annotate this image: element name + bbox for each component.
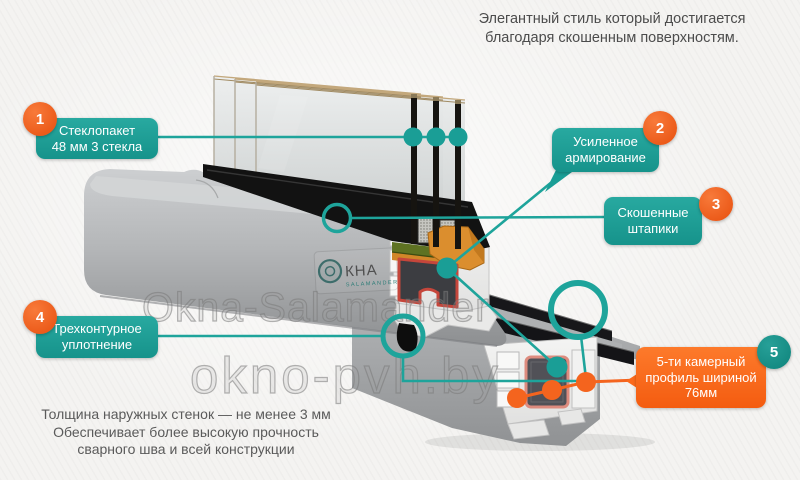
glass-top-edges — [213, 75, 466, 101]
callout-glazing-line1: Стеклопакет — [58, 122, 136, 138]
sash-ridge-line — [195, 179, 219, 199]
callout-reinforcement-line2: армирование — [565, 150, 646, 165]
callout-beads-line2: штапики — [627, 221, 679, 236]
frame-chamber-right — [571, 349, 596, 409]
sash-bottom-edge — [99, 295, 498, 347]
callout-chambers-line1: 5-ти камерный — [656, 354, 746, 370]
callout-badge-1: 1 — [23, 102, 57, 136]
callout-badge-5: 5 — [757, 335, 791, 369]
top-note-line1: Элегантный стиль который достигается — [478, 11, 746, 27]
top-note-line2: благодаря скошенным поверхностям. — [485, 29, 739, 46]
watermark-primary: Okna-Salamander — [141, 283, 490, 330]
callout-badge-2: 2 — [643, 111, 677, 145]
stamp-text: КНА — [345, 262, 378, 281]
stamp-subtext: SALAMANDER — [346, 280, 399, 289]
callout-reinforcement-line1: Усиленное — [573, 134, 638, 149]
callout-chambers-line2: профиль шириной — [645, 369, 757, 385]
bottom-note: Толщина наружных стенок — не менее 3 мм … — [26, 406, 346, 459]
callout-chambers: 5-ти камерный профиль шириной 76мм — [636, 347, 766, 408]
callout-seals-line2: уплотнение — [61, 337, 133, 352]
callout-reinforcement: Усиленное армирование — [552, 128, 659, 172]
glass-edge-cap-2 — [433, 97, 439, 101]
callout-seals-line1: Трехконтурное — [52, 321, 142, 336]
salamander-logo-icon — [317, 259, 343, 284]
glass-top-edges-shadow — [213, 78, 466, 104]
glass-edge-cap-3 — [455, 100, 461, 104]
glass-edge-3 — [455, 102, 461, 249]
glass-cut-edges — [411, 94, 461, 249]
stamp-border — [313, 247, 399, 295]
callout-seals: Трехконтурное уплотнение — [36, 316, 158, 358]
glazing-gasket-sheen — [206, 169, 469, 208]
callout-chambers-line3: 76мм — [684, 385, 718, 401]
callout-badge-4: 4 — [23, 300, 57, 334]
watermark-secondary: okno-pvh.by — [189, 346, 501, 404]
glass-reflection — [258, 95, 308, 172]
callout-beads: Скошенные штапики — [604, 197, 702, 245]
glass-edge-2 — [433, 99, 439, 247]
frame-steel-chamber — [524, 355, 570, 409]
salamander-logo-inner — [324, 265, 336, 277]
callout-glazing: Стеклопакет 48 мм 3 стекла — [36, 118, 158, 159]
profile-stamp: КНА SALAMANDER — [313, 247, 399, 295]
top-note: Элегантный стиль который достигается бла… — [452, 10, 772, 47]
bottom-note-line2: Обеспечивает более высокую прочность — [53, 423, 319, 440]
callout-beads-line1: Скошенные — [617, 205, 689, 220]
callout-glazing-line2: 48 мм 3 стекла — [51, 138, 143, 154]
bottom-note-line1: Толщина наружных стенок — не менее 3 мм — [41, 406, 331, 422]
glass-left-edges — [213, 76, 257, 179]
bottom-note-line3: сварного шва и всей конструкции — [77, 441, 295, 457]
frame-foot-2 — [557, 408, 586, 426]
frame-foot-1 — [507, 419, 550, 440]
glass-edge-cap-1 — [411, 94, 417, 98]
glass-edge-1 — [411, 96, 417, 244]
callout-badge-3: 3 — [699, 187, 733, 221]
